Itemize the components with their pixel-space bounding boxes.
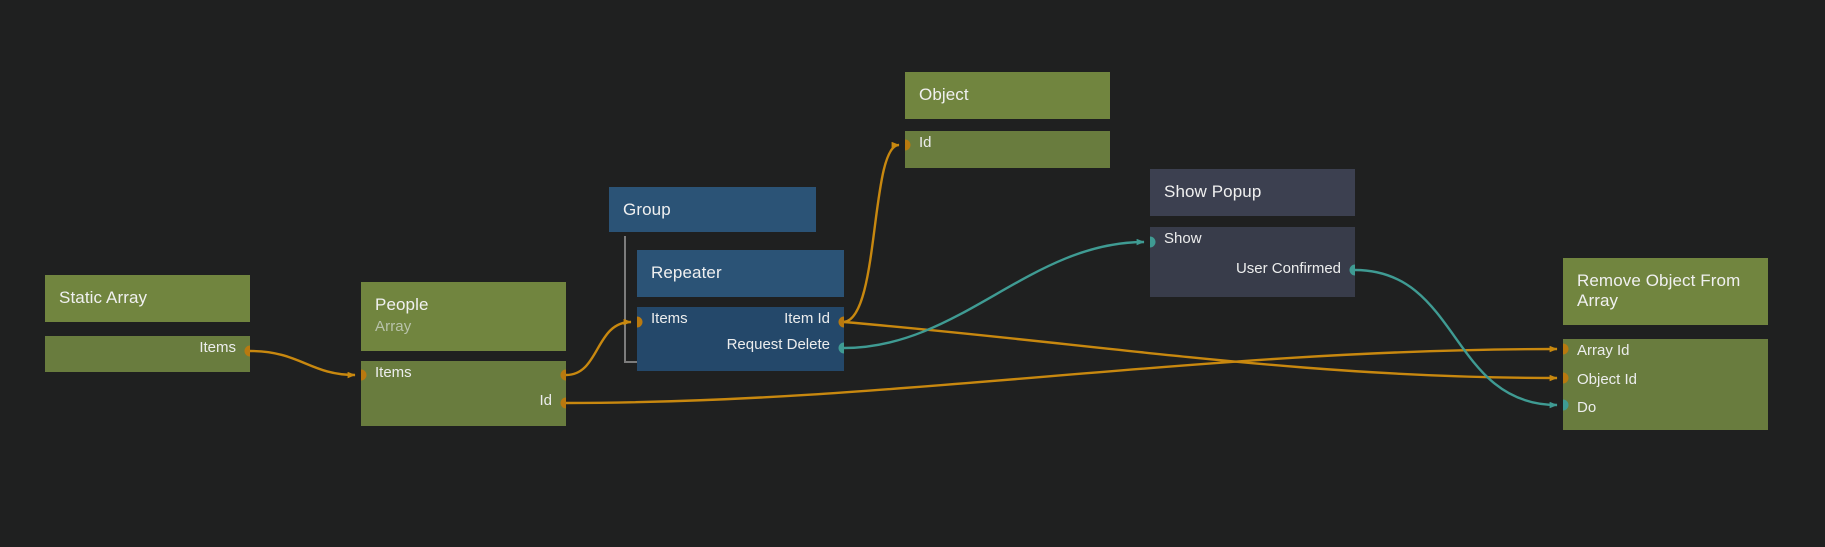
node-show-popup[interactable]: Show Popup Show User Confirmed [1150, 169, 1355, 297]
port-label: Items [375, 364, 412, 381]
node-body: Items [45, 336, 250, 372]
port-label: Id [539, 392, 552, 409]
port-label: Show [1164, 230, 1202, 247]
input-port-id[interactable] [905, 139, 911, 151]
port-label: Array Id [1577, 342, 1630, 359]
node-body: Items Item Id Request Delete [637, 307, 844, 371]
port-row-objectid-in[interactable]: Object Id [1563, 368, 1768, 392]
port-row-id-in[interactable]: Id [905, 131, 1110, 155]
group-bracket [624, 236, 637, 363]
port-row-itemid-out[interactable]: Item Id [637, 307, 844, 331]
input-port-items[interactable] [637, 316, 643, 328]
port-label: User Confirmed [1235, 260, 1341, 277]
output-port-user-confirmed[interactable] [1349, 264, 1355, 276]
wire-repeater-itemid-to-remove-objectid [843, 320, 1558, 382]
port-label: Id [919, 134, 932, 151]
port-row-userconfirmed-out[interactable]: User Confirmed [1150, 257, 1355, 281]
output-port-request-delete[interactable] [838, 342, 844, 354]
port-row-id-out[interactable]: Id [361, 389, 566, 413]
node-title: Group [609, 187, 816, 232]
wire-repeater-itemid-to-object-id [843, 141, 900, 324]
node-title: Static Array [45, 275, 250, 322]
node-repeater[interactable]: Repeater Items Item Id Request Delete [637, 250, 844, 371]
port-row-arrayid-in[interactable]: Array Id [1563, 339, 1768, 363]
wire-static-array-items-to-people-items [249, 349, 356, 379]
input-port-items[interactable] [361, 369, 367, 381]
output-port-id[interactable] [560, 397, 566, 409]
node-remove-object-from-array[interactable]: Remove Object From Array Array Id Object… [1563, 258, 1768, 430]
wire-repeater-requestdelete-to-showpopup-show [843, 238, 1145, 350]
node-title: Object [905, 72, 1110, 119]
node-people[interactable]: People Array Items Id [361, 282, 566, 426]
port-row-items[interactable]: Items [45, 336, 250, 360]
output-port-items[interactable] [244, 345, 250, 357]
port-label: Item Id [784, 310, 830, 327]
node-title: People Array [361, 282, 566, 351]
output-port-item-id[interactable] [838, 316, 844, 328]
port-label: Items [651, 310, 688, 327]
wire-showpopup-userconfirmed-to-remove-do [1354, 268, 1558, 409]
port-row-do-in[interactable]: Do [1563, 396, 1768, 420]
port-row-show-in[interactable]: Show [1150, 227, 1355, 251]
node-body: Items Id [361, 361, 566, 426]
node-title: Show Popup [1150, 169, 1355, 216]
port-label: Object Id [1577, 371, 1638, 388]
node-title: Repeater [637, 250, 844, 297]
node-subtitle: Array [375, 318, 412, 335]
node-title: Remove Object From Array [1563, 258, 1768, 325]
node-body: Array Id Object Id Do [1563, 339, 1768, 430]
port-label: Items [199, 339, 236, 356]
node-group[interactable]: Group [609, 187, 816, 232]
port-label: Do [1577, 399, 1597, 416]
port-row-items-in[interactable]: Items [361, 361, 566, 385]
output-port-items[interactable] [560, 369, 566, 381]
node-body: Show User Confirmed [1150, 227, 1355, 297]
input-port-show[interactable] [1150, 236, 1156, 248]
input-port-array-id[interactable] [1563, 343, 1569, 355]
wire-people-items-to-repeater-items [565, 318, 632, 377]
input-port-do[interactable] [1563, 399, 1569, 411]
port-row-items-in[interactable]: Items [637, 307, 844, 331]
node-object[interactable]: Object Id [905, 72, 1110, 168]
node-body: Id [905, 131, 1110, 168]
node-static-array[interactable]: Static Array Items [45, 275, 250, 372]
port-row-requestdelete-out[interactable]: Request Delete [637, 333, 844, 357]
input-port-object-id[interactable] [1563, 372, 1569, 384]
port-label: Request Delete [726, 336, 830, 353]
